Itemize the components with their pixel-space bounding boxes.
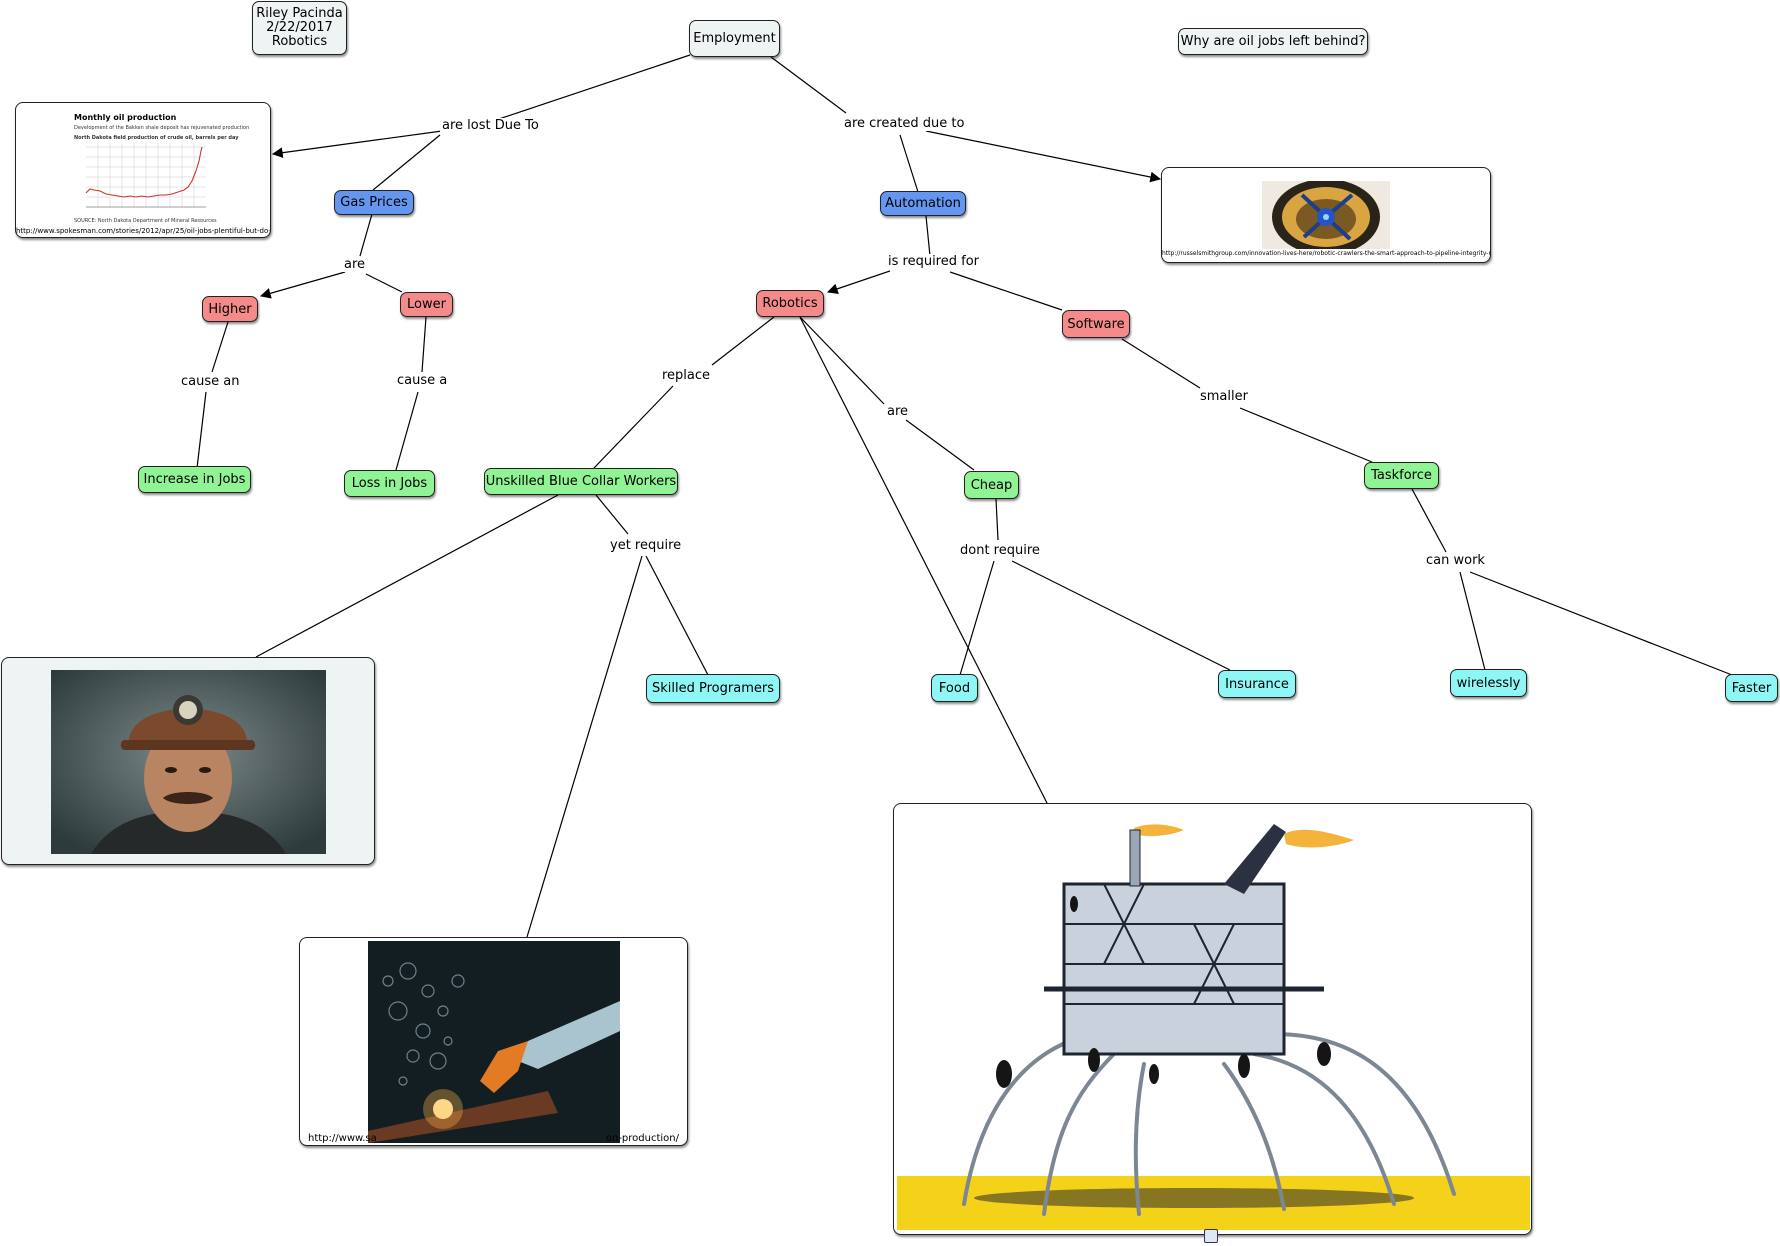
spider-oil-rig-image xyxy=(897,824,1530,1230)
link-line xyxy=(395,391,419,471)
concept-taskforce[interactable]: Taskforce xyxy=(1364,462,1439,489)
chart-title: Monthly oil production xyxy=(74,113,177,122)
link-line xyxy=(799,316,885,405)
chart-source-url[interactable]: http://www.spokesman.com/stories/2012/ap… xyxy=(16,227,270,235)
link-line xyxy=(1411,488,1447,553)
link-arrow xyxy=(259,271,346,299)
concept-lower[interactable]: Lower xyxy=(400,292,453,317)
link-line xyxy=(959,560,995,676)
oil-worker-portrait-image xyxy=(51,670,326,854)
concept-robotics[interactable]: Robotics xyxy=(756,290,824,317)
link-label-smaller[interactable]: smaller xyxy=(1198,389,1250,404)
concept-software[interactable]: Software xyxy=(1062,310,1130,338)
link-line xyxy=(1239,407,1373,463)
chart-series-label: North Dakota field production of crude o… xyxy=(74,135,239,141)
spider-oil-rig-resource[interactable] xyxy=(893,803,1532,1235)
robotic-crawler-image xyxy=(1262,181,1390,249)
link-label-cause-a[interactable]: cause a xyxy=(395,373,450,388)
link-line xyxy=(995,498,999,541)
link-line xyxy=(372,134,441,191)
concept-higher[interactable]: Higher xyxy=(202,296,258,322)
link-line xyxy=(365,273,403,293)
link-line xyxy=(1121,338,1201,389)
topic-text: Robotics xyxy=(271,34,328,49)
welding-source-url-end[interactable]: on-production/ xyxy=(605,1133,679,1144)
concept-increase-in-jobs[interactable]: Increase in Jobs xyxy=(138,466,251,493)
link-arrow xyxy=(925,130,1162,183)
link-label-cause-an[interactable]: cause an xyxy=(179,374,242,389)
link-label-dont-require[interactable]: dont require xyxy=(958,543,1042,558)
crawler-source-url[interactable]: http://russelsmithgroup.com/innovation-l… xyxy=(1162,250,1490,257)
robotic-welding-image xyxy=(368,941,620,1143)
link-line xyxy=(421,316,427,373)
concept-loss-in-jobs[interactable]: Loss in Jobs xyxy=(344,470,435,497)
concept-food[interactable]: Food xyxy=(931,674,978,702)
link-line xyxy=(799,316,1048,804)
concept-unskilled-blue-collar-workers[interactable]: Unskilled Blue Collar Workers xyxy=(484,468,678,495)
concept-skilled-programers[interactable]: Skilled Programers xyxy=(646,674,780,703)
link-line xyxy=(359,213,373,257)
robotic-crawler-resource[interactable]: http://russelsmithgroup.com/innovation-l… xyxy=(1161,167,1491,263)
chart-source: SOURCE: North Dakota Department of Miner… xyxy=(74,218,217,224)
oil-production-chart-resource[interactable]: Monthly oil production Development of th… xyxy=(15,102,271,238)
date-text: 2/22/2017 xyxy=(266,20,333,35)
concept-faster[interactable]: Faster xyxy=(1725,674,1778,702)
link-line xyxy=(1469,571,1733,676)
link-line xyxy=(255,494,559,658)
chart-subtitle: Development of the Bakken shale deposit … xyxy=(74,125,250,131)
link-line xyxy=(899,134,919,193)
link-label-created-due-to[interactable]: are created due to xyxy=(842,116,967,131)
link-line xyxy=(489,54,691,123)
link-line xyxy=(196,391,207,469)
link-line xyxy=(645,555,709,676)
concept-automation[interactable]: Automation xyxy=(880,191,966,216)
concept-insurance[interactable]: Insurance xyxy=(1218,670,1296,698)
link-line xyxy=(593,385,674,469)
welding-source-url-start[interactable]: http://www.sa xyxy=(308,1133,377,1144)
link-line xyxy=(770,56,847,114)
link-label-can-work[interactable]: can work xyxy=(1424,553,1487,568)
link-line xyxy=(595,494,629,535)
link-label-are[interactable]: are xyxy=(342,257,368,272)
oil-chart-graphic xyxy=(85,143,206,208)
link-line xyxy=(905,419,975,471)
link-line xyxy=(1459,571,1486,671)
author-info-box[interactable]: Riley Pacinda 2/22/2017 Robotics xyxy=(252,1,347,55)
link-arrow xyxy=(826,270,891,294)
author-name: Riley Pacinda xyxy=(256,6,343,21)
link-label-is-required-for[interactable]: is required for xyxy=(886,254,981,269)
link-label-lost-due-to[interactable]: are lost Due To xyxy=(440,118,541,133)
link-arrow xyxy=(271,130,443,159)
concept-cheap[interactable]: Cheap xyxy=(964,471,1019,499)
concept-wirelessly[interactable]: wirelessly xyxy=(1450,669,1527,697)
link-line xyxy=(949,271,1063,311)
link-label-are[interactable]: are xyxy=(885,404,911,419)
link-label-replace[interactable]: replace xyxy=(660,368,713,383)
link-line xyxy=(925,215,931,257)
link-line xyxy=(211,321,229,373)
link-line xyxy=(1011,560,1231,671)
concept-gas-prices[interactable]: Gas Prices xyxy=(334,190,414,215)
robotic-welding-resource[interactable]: http://www.sa on-production/ xyxy=(299,937,688,1146)
link-line xyxy=(711,316,775,366)
document-icon[interactable] xyxy=(1204,1229,1218,1243)
focus-question[interactable]: Why are oil jobs left behind? xyxy=(1178,28,1368,55)
link-line xyxy=(526,555,643,938)
concept-employment[interactable]: Employment xyxy=(689,20,780,57)
link-label-yet-require[interactable]: yet require xyxy=(608,538,684,553)
oil-worker-portrait-resource[interactable] xyxy=(1,657,375,865)
